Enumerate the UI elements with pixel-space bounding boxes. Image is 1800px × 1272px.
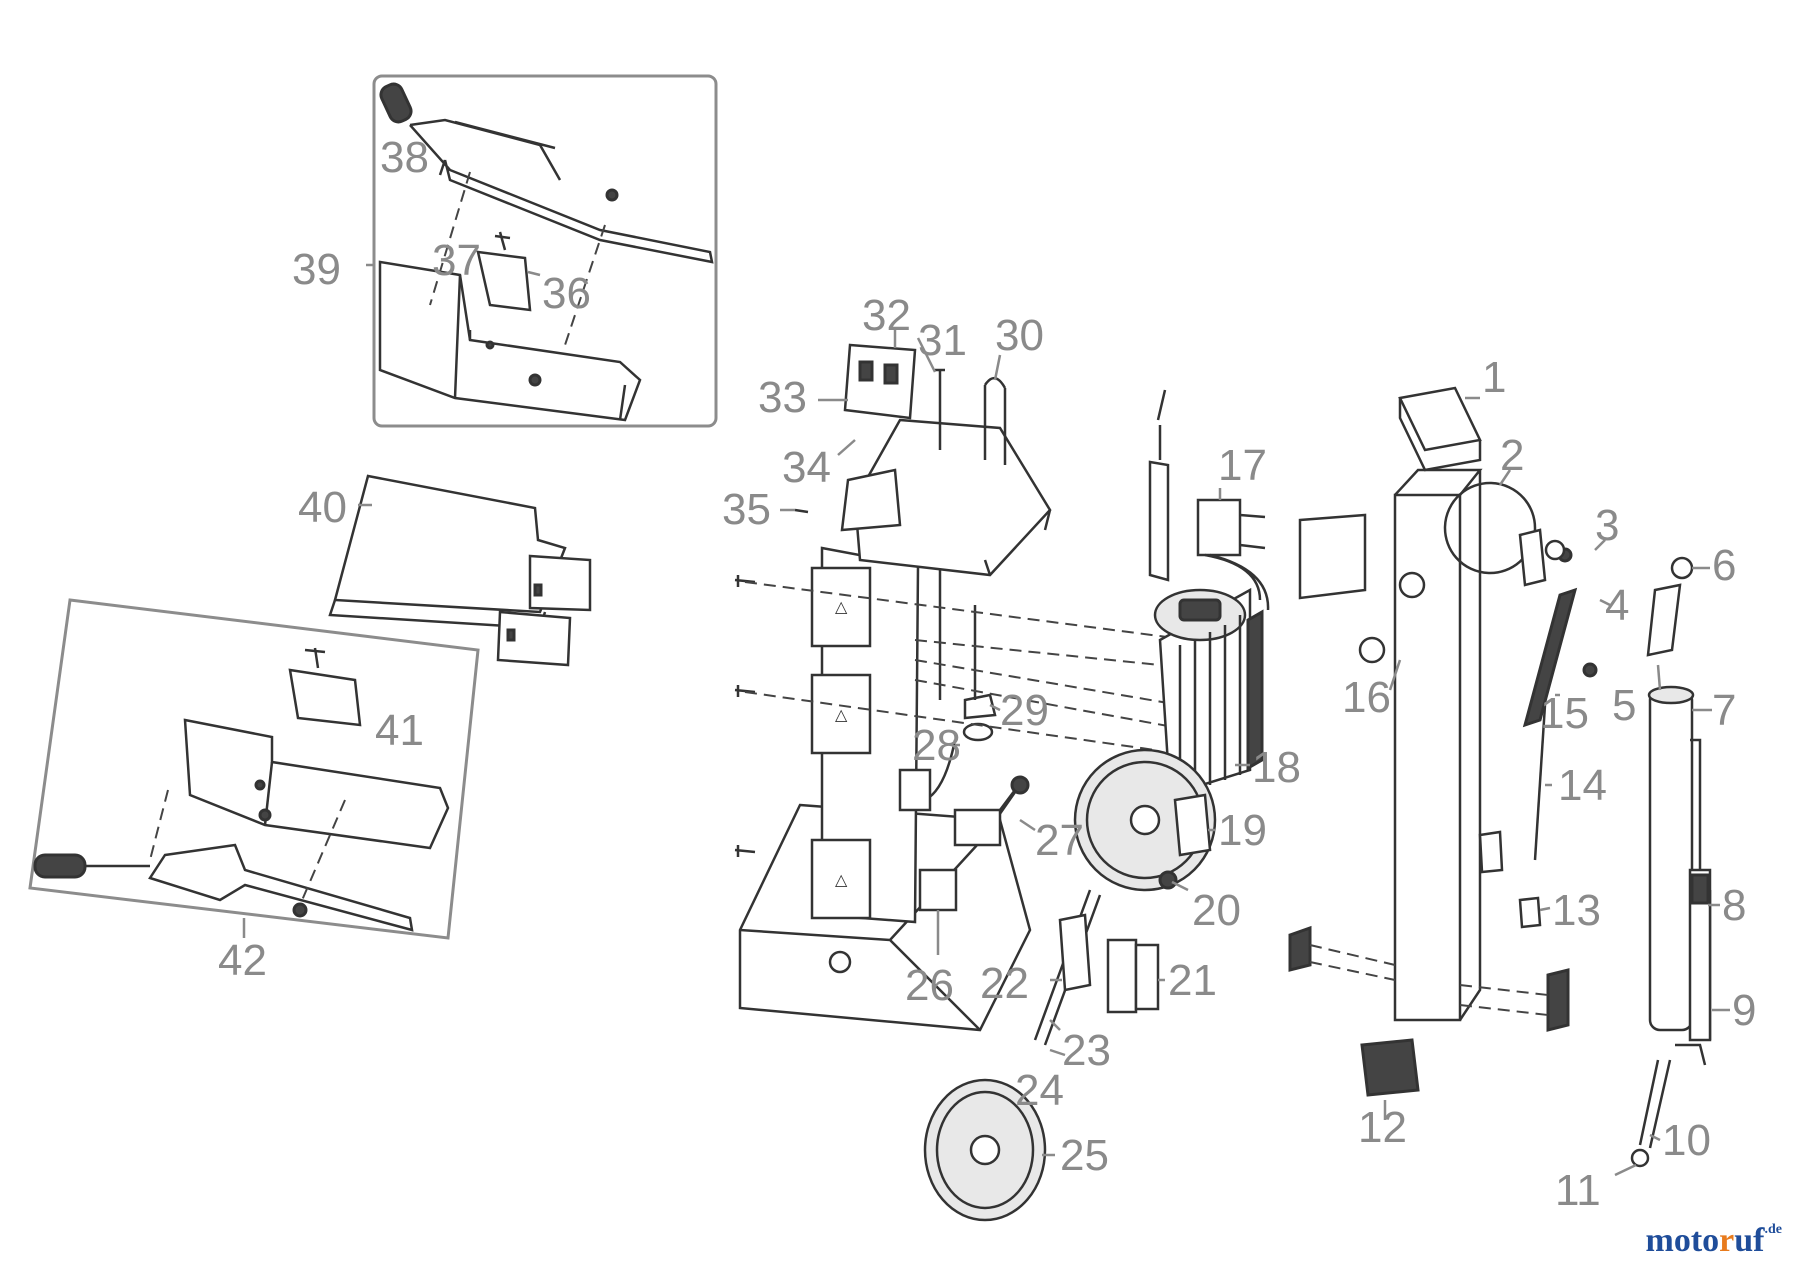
label-part-14: 14: [1558, 761, 1607, 810]
hydraulic-cylinder: [1544, 539, 1730, 1177]
label-part-21: 21: [1168, 956, 1217, 1005]
label-part-1: 1: [1482, 353, 1506, 402]
label-part-36: 36: [542, 269, 591, 318]
label-part-28: 28: [912, 721, 961, 770]
label-part-18: 18: [1252, 743, 1301, 792]
svg-text:△: △: [835, 707, 848, 724]
inset-upper-assembly: [366, 74, 718, 428]
label-part-37: 37: [432, 236, 481, 285]
label-part-22: 22: [980, 959, 1029, 1008]
label-part-38: 38: [380, 133, 429, 182]
label-part-39: 39: [292, 245, 341, 294]
label-part-12: 12: [1358, 1103, 1407, 1152]
label-part-41: 41: [375, 706, 424, 755]
svg-text:△: △: [835, 872, 848, 889]
label-part-17: 17: [1218, 441, 1267, 490]
part-labels: 1 2 3 4 5 6 7 8 9 10 11 12 13 14 15 16 1…: [218, 133, 1756, 1215]
label-part-30: 30: [995, 311, 1044, 360]
label-part-23: 23: [1062, 1026, 1111, 1075]
label-part-42: 42: [218, 936, 267, 985]
label-part-35: 35: [722, 485, 771, 534]
brand-name-part-c: uf: [1734, 1222, 1765, 1259]
label-part-34: 34: [782, 443, 831, 492]
label-part-15: 15: [1540, 689, 1589, 738]
label-part-9: 9: [1732, 986, 1756, 1035]
label-part-33: 33: [758, 373, 807, 422]
label-part-5: 5: [1612, 681, 1636, 730]
label-part-11: 11: [1555, 1166, 1601, 1215]
label-part-24: 24: [1015, 1066, 1064, 1115]
brand-logo: motoruf.de: [1646, 1222, 1782, 1260]
label-part-31: 31: [918, 316, 967, 365]
brand-name-part-a: moto: [1645, 1222, 1720, 1259]
label-part-25: 25: [1060, 1131, 1109, 1180]
label-part-29: 29: [1000, 686, 1049, 735]
label-part-32: 32: [862, 291, 911, 340]
label-part-26: 26: [905, 961, 954, 1010]
label-part-19: 19: [1218, 806, 1267, 855]
upright-beam-assembly: [1288, 386, 1611, 1120]
label-part-3: 3: [1595, 501, 1619, 550]
label-part-4: 4: [1605, 581, 1629, 630]
label-part-7: 7: [1712, 686, 1736, 735]
label-part-2: 2: [1500, 431, 1524, 480]
brand-tld: .de: [1764, 1222, 1783, 1237]
motor-wheel-assembly: [923, 389, 1270, 1222]
label-part-27: 27: [1035, 816, 1084, 865]
label-part-8: 8: [1722, 881, 1746, 930]
label-part-10: 10: [1662, 1116, 1711, 1165]
label-part-40: 40: [298, 483, 347, 532]
svg-text:△: △: [835, 599, 848, 616]
label-part-13: 13: [1552, 886, 1601, 935]
brand-name-part-b: r: [1719, 1222, 1735, 1259]
label-part-20: 20: [1192, 886, 1241, 935]
label-part-16: 16: [1342, 673, 1391, 722]
inset-lower-assembly: [28, 598, 480, 940]
main-frame: △ △ △: [734, 328, 1191, 1032]
work-table: [328, 474, 592, 667]
label-part-6: 6: [1712, 541, 1736, 590]
